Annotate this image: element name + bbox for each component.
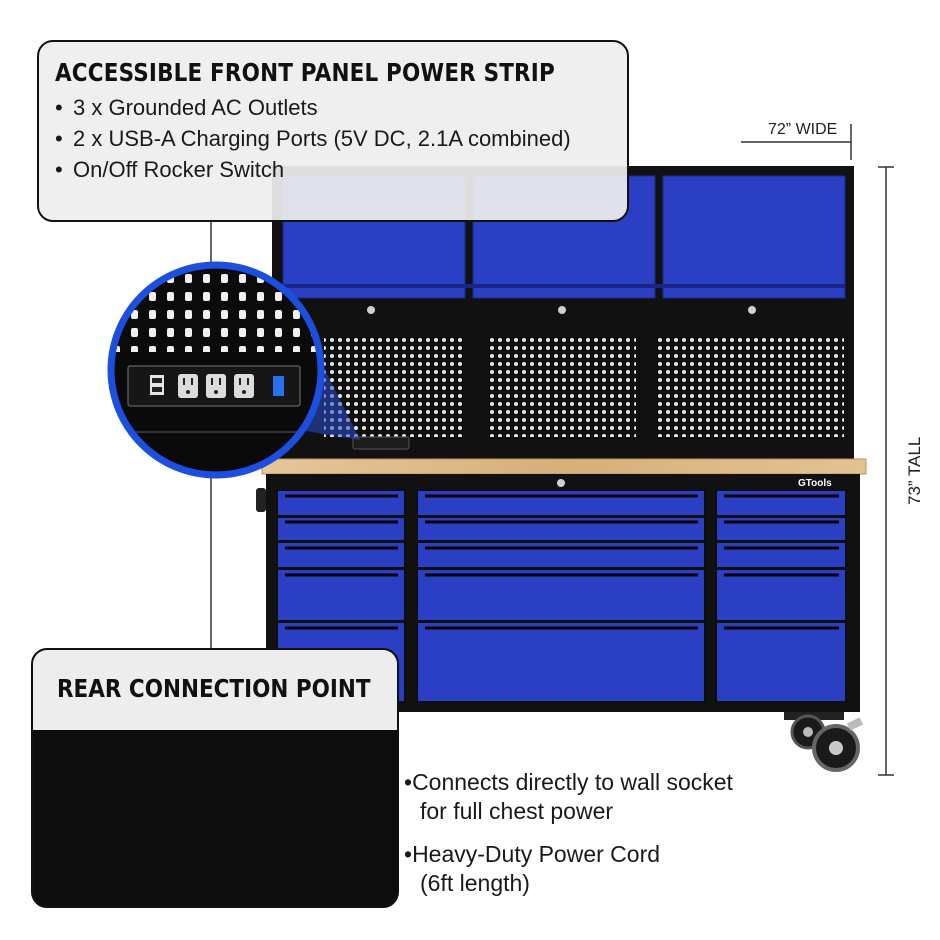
rocker-switch-zoom [273,376,284,396]
rear-feature-item: •Heavy-Duty Power Cord [404,841,661,867]
width-label: 72” WIDE [768,121,838,138]
side-handle [256,488,266,512]
rear-feature-continuation: for full chest power [420,798,614,824]
caster-wheels [784,712,864,772]
power-strip-callout: ACCESSIBLE FRONT PANEL POWER STRIP •3 x … [37,40,629,222]
feature-list: •3 x Grounded AC Outlets •2 x USB-A Char… [55,92,571,185]
hutch-locks [367,306,756,314]
height-label: 73” TALL [905,436,924,505]
feature-item: •3 x Grounded AC Outlets [55,95,318,120]
feature-item: •2 x USB-A Charging Ports (5V DC, 2.1A c… [55,126,571,151]
butcher-block-top [261,458,867,475]
rear-feature-continuation: (6ft length) [420,870,530,896]
rear-connection-callout: REAR CONNECTION POINT [31,648,399,908]
cabinet-lock [557,479,565,487]
callout-title: ACCESSIBLE FRONT PANEL POWER STRIP [55,58,555,87]
mini-power-strip [352,436,410,450]
feature-item: •On/Off Rocker Switch [55,157,285,182]
pegboard [272,314,854,462]
brand-logo: GTools [798,478,832,489]
height-dimension-line [878,166,894,776]
rear-callout-title: REAR CONNECTION POINT [57,674,371,703]
rear-feature-list: •Connects directly to wall socket for fu… [404,768,804,898]
rear-feature-item: •Connects directly to wall socket [404,769,733,795]
width-dimension-line [741,124,852,160]
